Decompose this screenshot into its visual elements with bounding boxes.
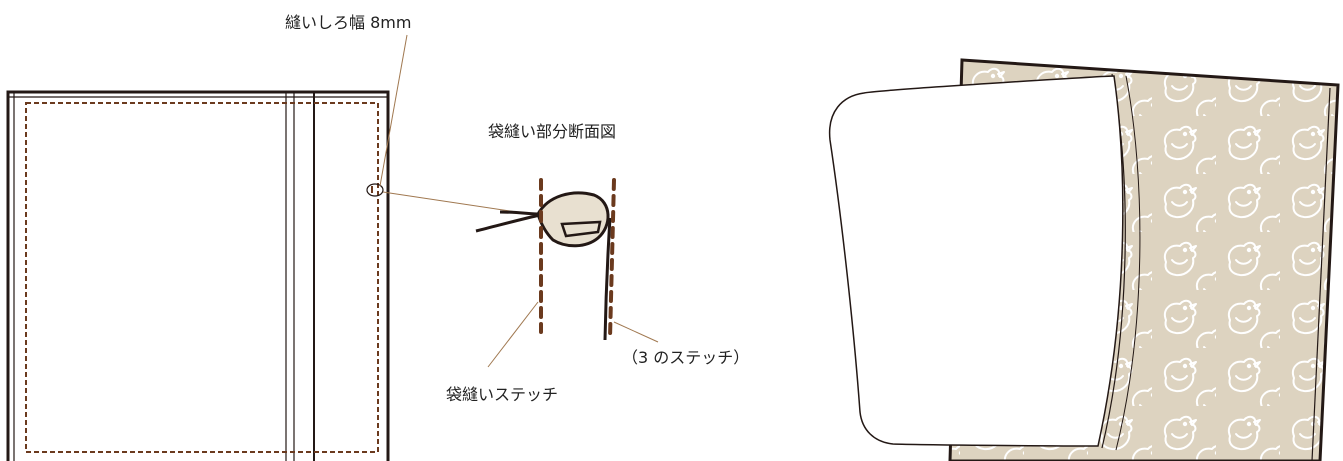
fabric-tail-lower <box>475 213 541 233</box>
step3-stitch-line <box>608 178 616 340</box>
fabric-down <box>603 217 612 341</box>
step3-leader <box>613 321 659 343</box>
cross-section-marker <box>366 183 384 197</box>
cross-section-diagram <box>475 178 616 341</box>
bag-front-view <box>6 90 390 461</box>
marker-to-section-leader <box>382 191 531 215</box>
seam-pocket <box>536 191 610 248</box>
french-seam-stitch-label: 袋縫いステッチ <box>446 385 558 404</box>
french-seam-leader <box>487 301 539 368</box>
lining-seam-line-2 <box>1115 75 1141 451</box>
bag-illustration <box>828 58 1340 461</box>
white-pouch <box>828 75 1124 447</box>
stitch-line-dashed <box>25 102 379 453</box>
seam-allowance-label: 縫いしろ幅 8mm <box>285 13 411 32</box>
inner-fold <box>560 220 602 238</box>
cross-section-title: 袋縫い部分断面図 <box>488 122 616 141</box>
fabric-tail-upper <box>499 210 541 216</box>
seam-allowance-leader <box>379 34 408 187</box>
panel-right-edge-inner <box>1311 87 1331 461</box>
step3-stitch-label: （3 のステッチ） <box>622 348 749 367</box>
bag-outer-outline <box>6 90 390 461</box>
